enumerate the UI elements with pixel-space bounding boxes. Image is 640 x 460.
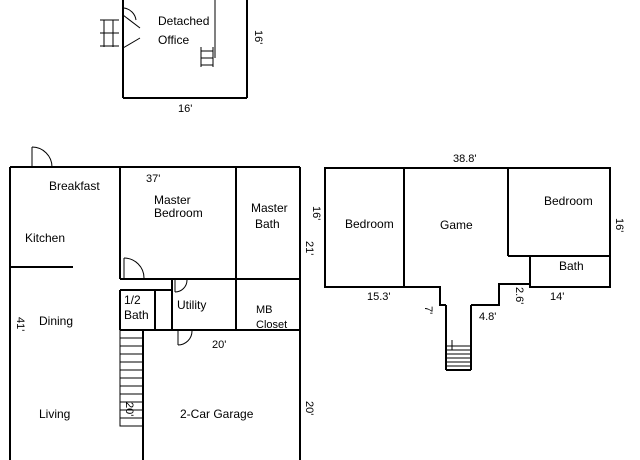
breakfast-label: Breakfast	[49, 179, 100, 193]
detached-office: Detached Office 16' 16'	[100, 0, 264, 115]
upper-step-height-dim: 2.6'	[513, 287, 525, 304]
mb-closet-label-line2: Closet	[256, 319, 287, 331]
office-label-line2: Office	[158, 33, 189, 47]
upper-stairs-icon	[446, 340, 471, 371]
master-bath-label-line1: Master	[251, 201, 288, 215]
upper-bedroom-left-label: Bedroom	[345, 217, 394, 231]
utility-door-icon	[174, 279, 188, 293]
upper-right-width-dim: 14'	[550, 291, 564, 303]
upper-bedroom-right-label: Bedroom	[544, 194, 593, 208]
garage-height-dim: 20'	[303, 401, 315, 415]
upper-bath-label: Bath	[559, 259, 584, 273]
master-width-dim: 37'	[146, 173, 160, 185]
upper-left-width-dim: 15.3'	[367, 291, 391, 303]
half-bath-label-line2: Bath	[124, 308, 149, 322]
office-exterior-stair-icon	[100, 19, 119, 47]
stair-label-dim: 20'	[123, 402, 135, 416]
office-width-dim: 16'	[178, 103, 192, 115]
office-door-icon	[122, 7, 141, 49]
garage-width-dim: 20'	[212, 339, 226, 351]
kitchen-label: Kitchen	[25, 231, 65, 245]
main-floor: Breakfast Kitchen Master Bedroom Master …	[9, 146, 315, 460]
upper-floor: Bedroom Game Bedroom Bath 38.8' 16' 16' …	[310, 153, 625, 371]
master-bedroom-door-icon	[123, 257, 145, 279]
upper-left-height-dim: 16'	[310, 206, 322, 220]
main-stairs-icon	[119, 329, 144, 427]
upper-right-height-dim: 16'	[613, 218, 625, 232]
upper-total-width-dim: 38.8'	[453, 153, 477, 165]
master-bedroom-label-line1: Master	[154, 193, 191, 207]
garage-label: 2-Car Garage	[180, 407, 254, 421]
master-height-dim: 21'	[303, 241, 315, 255]
left-height-dim: 41'	[14, 317, 26, 331]
office-height-dim: 16'	[252, 30, 264, 44]
office-label-line1: Detached	[158, 14, 209, 28]
dining-label: Dining	[39, 314, 73, 328]
half-bath-label-line1: 1/2	[124, 293, 141, 307]
master-bedroom-label-line2: Bedroom	[154, 206, 203, 220]
garage-door-icon	[177, 330, 193, 346]
office-interior-stair-icon	[200, 47, 214, 67]
mb-closet-label-line1: MB	[256, 304, 273, 316]
living-label: Living	[39, 407, 70, 421]
master-bath-label-line2: Bath	[255, 217, 280, 231]
utility-label: Utility	[177, 298, 206, 312]
upper-stair-height-dim: 7'	[422, 306, 434, 314]
game-label: Game	[440, 218, 473, 232]
breakfast-door-icon	[31, 146, 53, 168]
upper-stair-width-dim: 4.8'	[479, 311, 496, 323]
